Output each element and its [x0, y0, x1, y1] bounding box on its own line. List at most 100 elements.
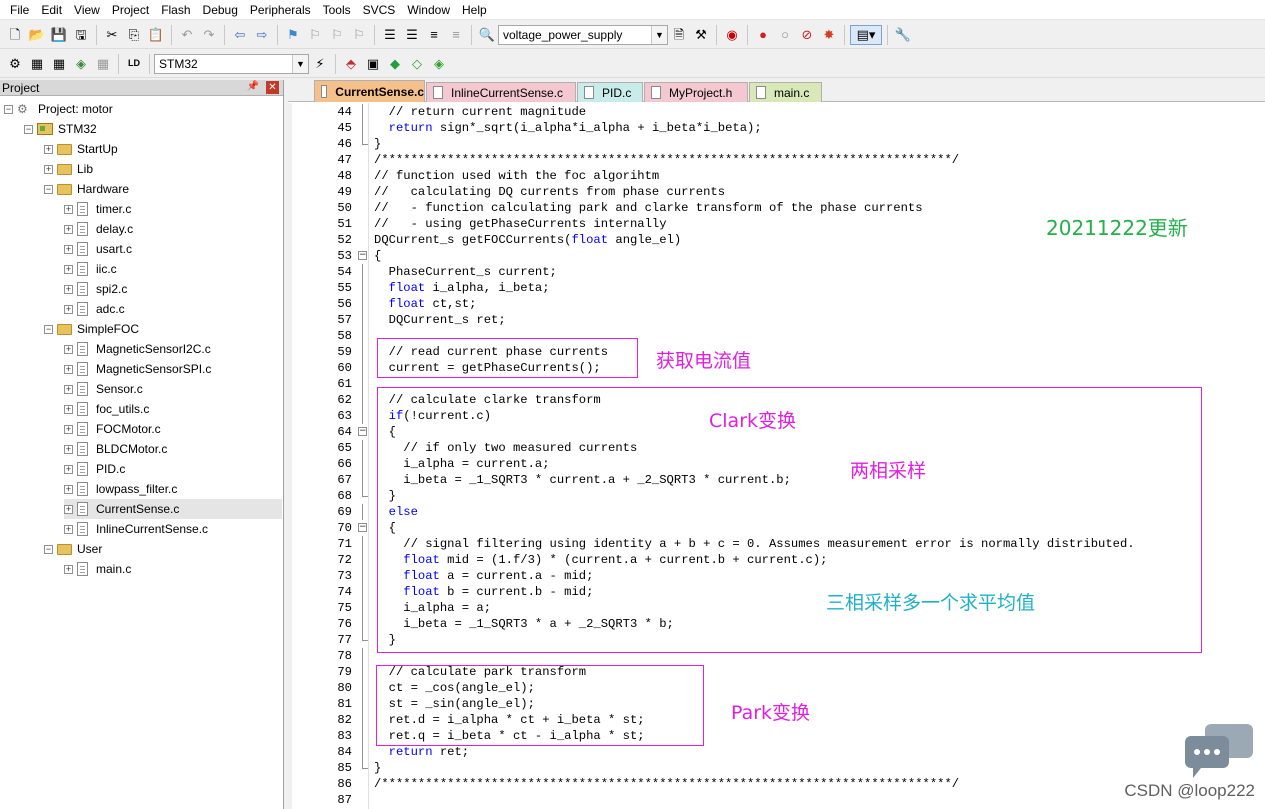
find-icon[interactable]: 🗎	[673, 27, 685, 42]
tree-item-currentsense-c[interactable]: +CurrentSense.c	[64, 499, 282, 519]
expand-icon[interactable]: +	[64, 403, 73, 414]
kill-all-breakpoints-icon[interactable]: ✸	[823, 27, 835, 42]
tree-item-iic-c[interactable]: +iic.c	[64, 259, 117, 279]
fold-collapse-icon[interactable]: −	[358, 250, 367, 260]
menu-window[interactable]: Window	[407, 2, 450, 17]
menu-project[interactable]: Project	[111, 2, 150, 17]
navigate-back-icon[interactable]: ⇦	[234, 27, 246, 42]
download-load-icon[interactable]: LD	[128, 58, 140, 68]
menu-svcs[interactable]: SVCS	[362, 2, 396, 17]
disable-all-breakpoints-icon[interactable]: ⊘	[801, 27, 813, 42]
collapse-icon[interactable]: −	[24, 123, 33, 134]
expand-icon[interactable]: +	[64, 303, 73, 314]
prev-bookmark-icon[interactable]: ⚐	[309, 27, 321, 42]
translate-icon[interactable]: ⚙	[9, 56, 21, 71]
expand-icon[interactable]: +	[44, 163, 53, 174]
manage-runtime-icon[interactable]: ◆	[390, 56, 400, 71]
tree-item-foc-utils-c[interactable]: +foc_utils.c	[64, 399, 149, 419]
tree-item-adc-c[interactable]: +adc.c	[64, 299, 125, 319]
tree-item-timer-c[interactable]: +timer.c	[64, 199, 131, 219]
close-icon[interactable]: ✕	[266, 81, 279, 94]
tree-item-hardware[interactable]: −Hardware	[44, 179, 129, 199]
menu-help[interactable]: Help	[462, 2, 487, 17]
save-icon[interactable]: 💾	[50, 27, 68, 42]
new-file-icon[interactable]: 🗋	[9, 27, 21, 42]
menu-file[interactable]: File	[10, 2, 30, 17]
tree-item-bldcmotor-c[interactable]: +BLDCMotor.c	[64, 439, 167, 459]
menu-view[interactable]: View	[74, 2, 100, 17]
expand-icon[interactable]: +	[64, 243, 73, 254]
expand-icon[interactable]: +	[64, 503, 73, 514]
open-file-icon[interactable]: 📂	[28, 27, 46, 42]
menu-edit[interactable]: Edit	[41, 2, 63, 17]
rebuild-icon[interactable]: ▦	[52, 56, 66, 71]
fold-collapse-icon[interactable]: −	[358, 522, 367, 532]
breakpoint-icon[interactable]: ●	[759, 27, 767, 42]
collapse-icon[interactable]: −	[4, 103, 13, 114]
expand-icon[interactable]: +	[64, 203, 73, 214]
tree-item-user[interactable]: −User	[44, 539, 102, 559]
window-layout-icon[interactable]: ▤▾	[850, 24, 882, 45]
menu-tools[interactable]: Tools	[322, 2, 351, 17]
expand-icon[interactable]: +	[64, 263, 73, 274]
uncomment-icon[interactable]: ≡	[452, 27, 460, 42]
unindent-icon[interactable]: ☰	[406, 27, 418, 42]
configure-icon[interactable]: ⚒	[695, 27, 707, 42]
comment-icon[interactable]: ≡	[430, 27, 438, 42]
chevron-down-icon[interactable]: ▼	[651, 25, 667, 44]
select-packs-icon[interactable]: ◇	[412, 56, 422, 71]
expand-icon[interactable]: +	[64, 563, 73, 574]
tree-item-usart-c[interactable]: +usart.c	[64, 239, 132, 259]
tab-main-c[interactable]: main.c	[749, 82, 822, 102]
cut-icon[interactable]: ✂	[106, 27, 118, 42]
expand-icon[interactable]: +	[64, 343, 73, 354]
collapse-icon[interactable]: −	[44, 543, 53, 554]
tree-item-magneticsensorspi-c[interactable]: +MagneticSensorSPI.c	[64, 359, 211, 379]
batch-build-icon[interactable]: ◈	[76, 56, 86, 71]
redo-icon[interactable]: ↷	[203, 27, 215, 42]
navigate-forward-icon[interactable]: ⇨	[256, 27, 268, 42]
tab-currentsense-c[interactable]: CurrentSense.c	[314, 80, 425, 102]
expand-icon[interactable]: +	[64, 483, 73, 494]
tree-item-project-motor[interactable]: −⚙Project: motor	[4, 99, 113, 119]
target-select[interactable]: STM32 ▼	[154, 53, 309, 74]
expand-icon[interactable]: +	[64, 463, 73, 474]
indent-icon[interactable]: ☰	[384, 27, 396, 42]
tree-item-focmotor-c[interactable]: +FOCMotor.c	[64, 419, 161, 439]
expand-icon[interactable]: +	[64, 363, 73, 374]
fold-collapse-icon[interactable]: −	[358, 426, 367, 436]
bookmark-icon[interactable]: ⚑	[287, 27, 299, 42]
file-extensions-icon[interactable]: ⬘	[346, 56, 356, 71]
expand-icon[interactable]: +	[64, 383, 73, 394]
save-all-icon[interactable]: 🖫	[75, 27, 87, 42]
next-bookmark-icon[interactable]: ⚐	[331, 27, 343, 42]
expand-icon[interactable]: +	[64, 283, 73, 294]
undo-icon[interactable]: ↶	[181, 27, 193, 42]
tree-item-lib[interactable]: +Lib	[44, 159, 93, 179]
debug-session-icon[interactable]: ◉	[726, 27, 738, 42]
menu-peripherals[interactable]: Peripherals	[249, 2, 311, 17]
copy-icon[interactable]: ⎘	[128, 27, 140, 42]
tab-inlinecurrentsense-c[interactable]: InlineCurrentSense.c	[426, 82, 576, 102]
menu-flash[interactable]: Flash	[161, 2, 191, 17]
tree-item-spi2-c[interactable]: +spi2.c	[64, 279, 127, 299]
disable-breakpoint-icon[interactable]: ○	[781, 27, 789, 42]
tree-item-simplefoc[interactable]: −SimpleFOC	[44, 319, 139, 339]
expand-icon[interactable]: +	[44, 143, 53, 154]
tree-item-main-c[interactable]: +main.c	[64, 559, 131, 579]
build-icon[interactable]: ▦	[30, 56, 44, 71]
tree-item-magneticsensori2c-c[interactable]: +MagneticSensorI2C.c	[64, 339, 211, 359]
clear-bookmarks-icon[interactable]: ⚐	[353, 27, 365, 42]
settings-wrench-icon[interactable]: 🔧	[894, 27, 912, 42]
tree-item-startup[interactable]: +StartUp	[44, 139, 118, 159]
tree-item-stm32[interactable]: −STM32	[24, 119, 97, 139]
tree-item-inlinecurrentsense-c[interactable]: +InlineCurrentSense.c	[64, 519, 208, 539]
menu-debug[interactable]: Debug	[202, 2, 238, 17]
collapse-icon[interactable]: −	[44, 183, 53, 194]
paste-icon[interactable]: 📋	[147, 27, 165, 42]
tree-item-lowpass-filter-c[interactable]: +lowpass_filter.c	[64, 479, 177, 499]
tree-item-delay-c[interactable]: +delay.c	[64, 219, 133, 239]
expand-icon[interactable]: +	[64, 443, 73, 454]
chevron-down-icon[interactable]: ▼	[292, 54, 308, 73]
expand-icon[interactable]: +	[64, 223, 73, 234]
